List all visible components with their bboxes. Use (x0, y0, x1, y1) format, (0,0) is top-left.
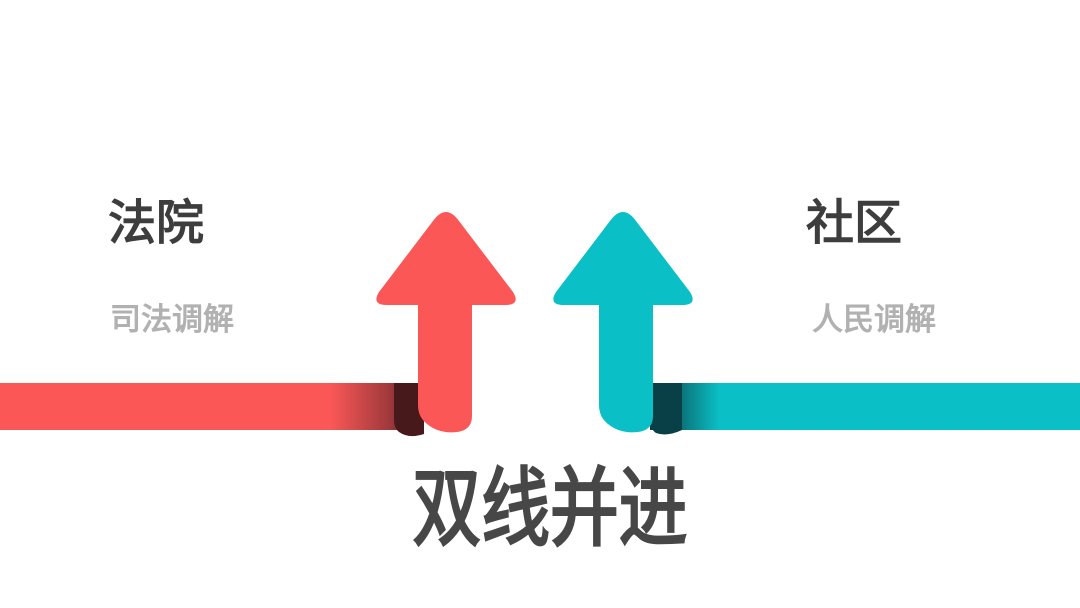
red-band (0, 383, 424, 430)
red-fold-shadow (394, 383, 424, 437)
red-arrow-shaft (418, 303, 472, 433)
teal-up-arrow-icon (553, 212, 1080, 435)
slide-title: 双线并进 (10, 466, 1080, 552)
teal-fold-shadow (650, 383, 682, 435)
teal-arrow-shaft (599, 303, 653, 433)
left-track-heading: 法院 (108, 197, 205, 250)
red-arrow-head (376, 212, 516, 305)
teal-band (650, 383, 1080, 430)
right-track-subtitle: 人民调解 (812, 302, 936, 337)
red-up-arrow-icon (0, 212, 516, 437)
slide-title-text: 双线并进 (412, 461, 688, 557)
left-track-subtitle: 司法调解 (110, 302, 234, 337)
right-track-heading: 社区 (806, 197, 903, 250)
teal-arrow-head (553, 212, 693, 305)
